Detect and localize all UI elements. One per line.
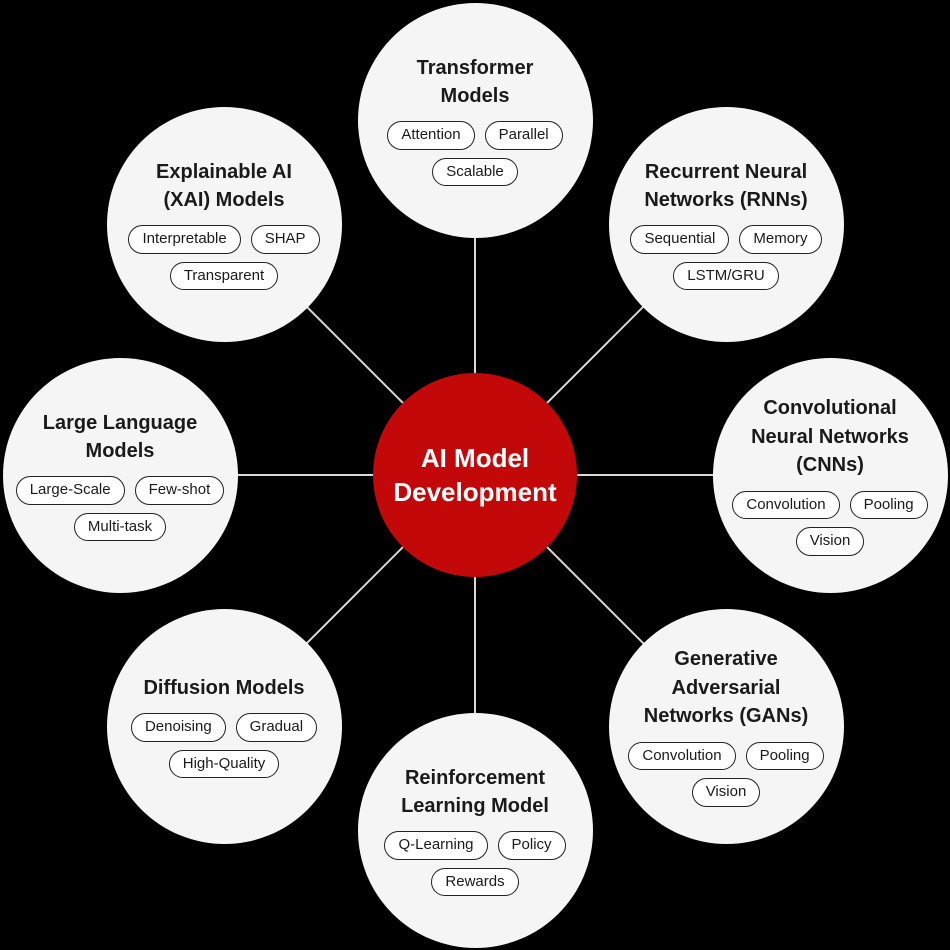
node-tags: Denoising Gradual High-Quality: [107, 713, 342, 779]
tag-pill: Vision: [691, 778, 761, 807]
node-title-line: Models: [85, 440, 155, 462]
node-title-line: Adversarial: [671, 676, 781, 699]
node-title-line: Reinforcement: [404, 766, 545, 789]
node-title: Explainable AI (XAI) Models: [156, 158, 292, 215]
node-diffusion-models: Diffusion Models Denoising Gradual High-…: [106, 608, 342, 844]
node-title-line: (XAI) Models: [163, 189, 285, 211]
node-explainable-ai-models: Explainable AI (XAI) Models Interpretabl…: [106, 106, 342, 342]
node-title-line: Recurrent Neural: [644, 160, 808, 183]
node-tags: Attention Parallel Scalable: [358, 121, 593, 187]
tag-pill: Convolution: [628, 741, 736, 771]
tag-pill: Vision: [795, 527, 865, 556]
tag-pill: Attention: [387, 121, 475, 150]
tag-pill: High-Quality: [168, 749, 280, 779]
node-tags: Q-Learning Policy Rewards: [358, 831, 593, 897]
tag-pill: Denoising: [130, 713, 226, 742]
tag-pill: Gradual: [235, 713, 318, 742]
node-title: Large Language Models: [43, 409, 197, 466]
tag-pill: Pooling: [745, 741, 824, 771]
center-title: AI Model Development: [393, 441, 556, 510]
node-title-line: (CNNs): [796, 454, 864, 477]
tag-pill: Sequential: [630, 225, 730, 254]
node-title-line: Models: [440, 85, 510, 107]
tag-pill: Few-shot: [134, 476, 225, 505]
center-title-line: Development: [393, 477, 557, 507]
node-title-line: Convolutional: [763, 397, 897, 420]
center-title-line: AI Model: [420, 442, 530, 473]
tag-pill: Multi-task: [73, 512, 167, 542]
tag-pill: Pooling: [849, 490, 928, 520]
node-title: Diffusion Models: [143, 674, 304, 702]
tag-pill: Convolution: [732, 490, 840, 520]
node-tags: Convolution Pooling Vision: [609, 741, 844, 807]
node-title-line: Large Language: [42, 411, 198, 434]
tag-pill: Rewards: [431, 867, 519, 897]
node-title-line: Networks (GANs): [643, 705, 809, 728]
tag-pill: LSTM/GRU: [673, 261, 779, 291]
tag-pill: Memory: [739, 225, 822, 254]
node-title-line: Diffusion Models: [143, 676, 305, 699]
node-title-line: Generative: [674, 648, 778, 671]
node-title-line: Transformer: [416, 56, 534, 79]
tag-pill: Interpretable: [128, 225, 241, 254]
node-title-line: Networks (RNNs): [644, 189, 808, 211]
tag-pill: SHAP: [250, 225, 320, 254]
tag-pill: Parallel: [484, 121, 563, 150]
node-title-line: Explainable AI: [156, 160, 292, 183]
node-title: Reinforcement Learning Model: [401, 764, 549, 821]
node-center-ai-model-development: AI Model Development: [373, 373, 577, 577]
node-title: Transformer Models: [417, 54, 534, 111]
tag-pill: Transparent: [169, 261, 279, 291]
node-title-line: Neural Networks: [751, 425, 909, 448]
tag-pill: Q-Learning: [384, 831, 488, 860]
node-tags: Interpretable SHAP Transparent: [107, 225, 342, 291]
node-tags: Sequential Memory LSTM/GRU: [609, 225, 844, 291]
node-tags: Convolution Pooling Vision: [713, 490, 948, 556]
node-tags: Large-Scale Few-shot Multi-task: [3, 476, 238, 542]
node-large-language-models: Large Language Models Large-Scale Few-sh…: [2, 357, 238, 593]
node-transformer-models: Transformer Models Attention Parallel Sc…: [357, 2, 593, 238]
tag-pill: Scalable: [432, 157, 518, 187]
node-convolutional-neural-networks: Convolutional Neural Networks (CNNs) Con…: [712, 357, 948, 593]
node-title-line: Learning Model: [401, 795, 549, 817]
node-generative-adversarial-networks: Generative Adversarial Networks (GANs) C…: [608, 608, 844, 844]
node-title: Convolutional Neural Networks (CNNs): [751, 394, 909, 479]
tag-pill: Large-Scale: [15, 476, 125, 505]
node-recurrent-neural-networks: Recurrent Neural Networks (RNNs) Sequent…: [608, 106, 844, 342]
node-reinforcement-learning-model: Reinforcement Learning Model Q-Learning …: [357, 712, 593, 948]
node-title: Generative Adversarial Networks (GANs): [644, 645, 808, 730]
node-title: Recurrent Neural Networks (RNNs): [644, 158, 807, 215]
tag-pill: Policy: [497, 831, 566, 860]
